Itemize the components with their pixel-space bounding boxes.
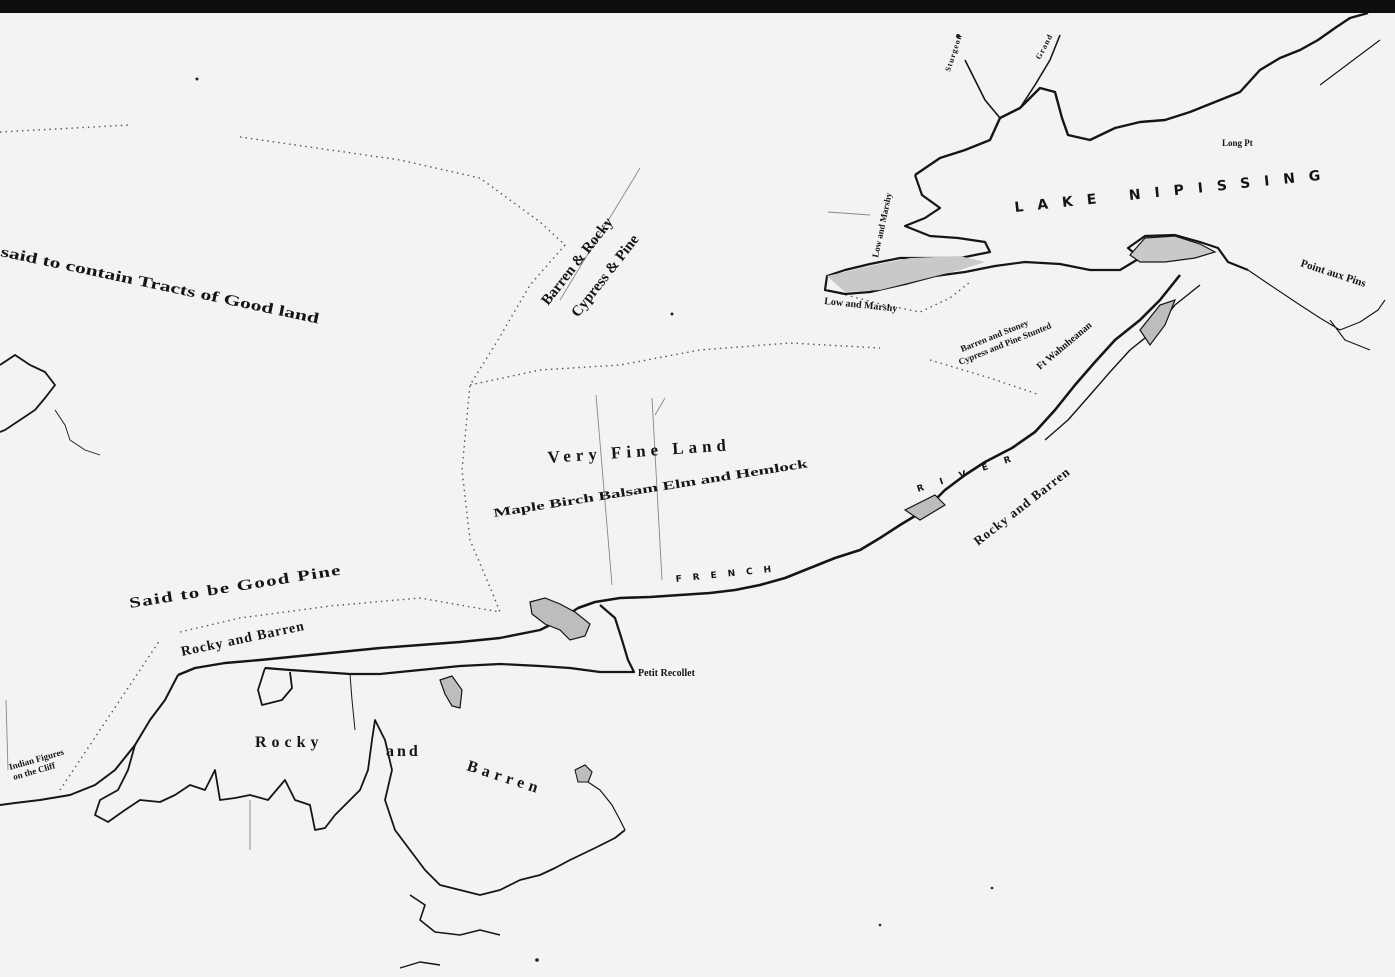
- survey-line-3: [654, 397, 666, 416]
- lake-nipissing-shore: [823, 11, 1386, 351]
- pool-4: [1139, 299, 1177, 347]
- pool-1: [529, 597, 591, 641]
- label-low-marshy-2: Low and Marshy: [824, 296, 898, 315]
- label-river: RIVER: [916, 450, 1029, 495]
- portage-line: [349, 673, 356, 731]
- label-barren: Barren: [465, 758, 545, 798]
- boundary-very-fine-land: [469, 342, 881, 386]
- west-lake: [0, 353, 101, 456]
- river-north-channel: [1044, 284, 1201, 441]
- bottom-coast: [399, 961, 441, 969]
- southern-coastline: [0, 673, 626, 969]
- survey-line-4: [559, 167, 641, 301]
- south-shore: [823, 174, 1249, 296]
- north-inlets: [964, 34, 1061, 119]
- boundary-west: [0, 124, 566, 613]
- dot: [670, 312, 674, 316]
- pool-2: [439, 675, 463, 709]
- survey-line-5: [5, 699, 9, 771]
- boundary-southwest: [59, 639, 161, 791]
- label-long-point: Long Pt: [1222, 138, 1253, 148]
- top-border: [0, 0, 1395, 13]
- label-tracts-good-land: said to contain Tracts of Good land: [0, 244, 321, 327]
- boundary-lines: [0, 124, 1041, 791]
- river-main-channel: [577, 274, 1182, 610]
- small-lake: [574, 764, 593, 783]
- map-labels: said to contain Tracts of Good land Barr…: [0, 32, 1368, 798]
- dot: [956, 34, 960, 38]
- coast-west: [0, 674, 179, 806]
- marsh-bay-fill: [827, 256, 985, 292]
- west-stream: [54, 409, 101, 456]
- label-and: and: [386, 743, 421, 760]
- river-loop: [257, 667, 293, 706]
- survey-line-2: [651, 397, 663, 581]
- map-dots: [195, 34, 994, 962]
- label-maple-birch: Maple Birch Balsam Elm and Hemlock: [492, 456, 809, 520]
- boundary-good-pine: [179, 597, 501, 633]
- river-pools: [439, 299, 1177, 709]
- north-shore: [914, 11, 1369, 176]
- label-top-stream-1: Sturgeon: [943, 33, 964, 73]
- island-coast: [409, 894, 501, 936]
- river-west-north-channel: [177, 607, 579, 677]
- label-low-marshy-1: Low and Marshy: [870, 191, 894, 258]
- label-rocky-barren-right: Rocky and Barren: [971, 464, 1073, 549]
- label-rocky: Rocky: [255, 734, 324, 751]
- label-petit-recollet: Petit Recollet: [638, 668, 696, 679]
- dot: [195, 77, 199, 81]
- survey-line-7: [827, 211, 871, 216]
- survey-line-1: [595, 394, 613, 586]
- west-lake-shore: [0, 353, 57, 433]
- dot: [878, 923, 882, 927]
- label-very-fine-land: Very Fine Land: [547, 435, 732, 467]
- label-french: FRENCH: [675, 564, 782, 585]
- coast-east: [94, 719, 626, 896]
- dot: [535, 958, 539, 962]
- label-point-aux-pins: Point aux Pins: [1299, 257, 1368, 290]
- petit-recollet-channel: [264, 604, 636, 676]
- label-rocky-barren-left: Rocky and Barren: [180, 619, 307, 660]
- label-said-good-pine: Said to be Good Pine: [128, 563, 343, 612]
- east-shore: [1247, 39, 1386, 351]
- lake-island: [1129, 235, 1217, 263]
- dot: [990, 886, 994, 890]
- survey-lines: [5, 167, 871, 850]
- pool-3: [903, 494, 946, 521]
- label-lake-nipissing: LAKE NIPISSING: [1014, 166, 1335, 216]
- boundary-east: [929, 359, 1041, 396]
